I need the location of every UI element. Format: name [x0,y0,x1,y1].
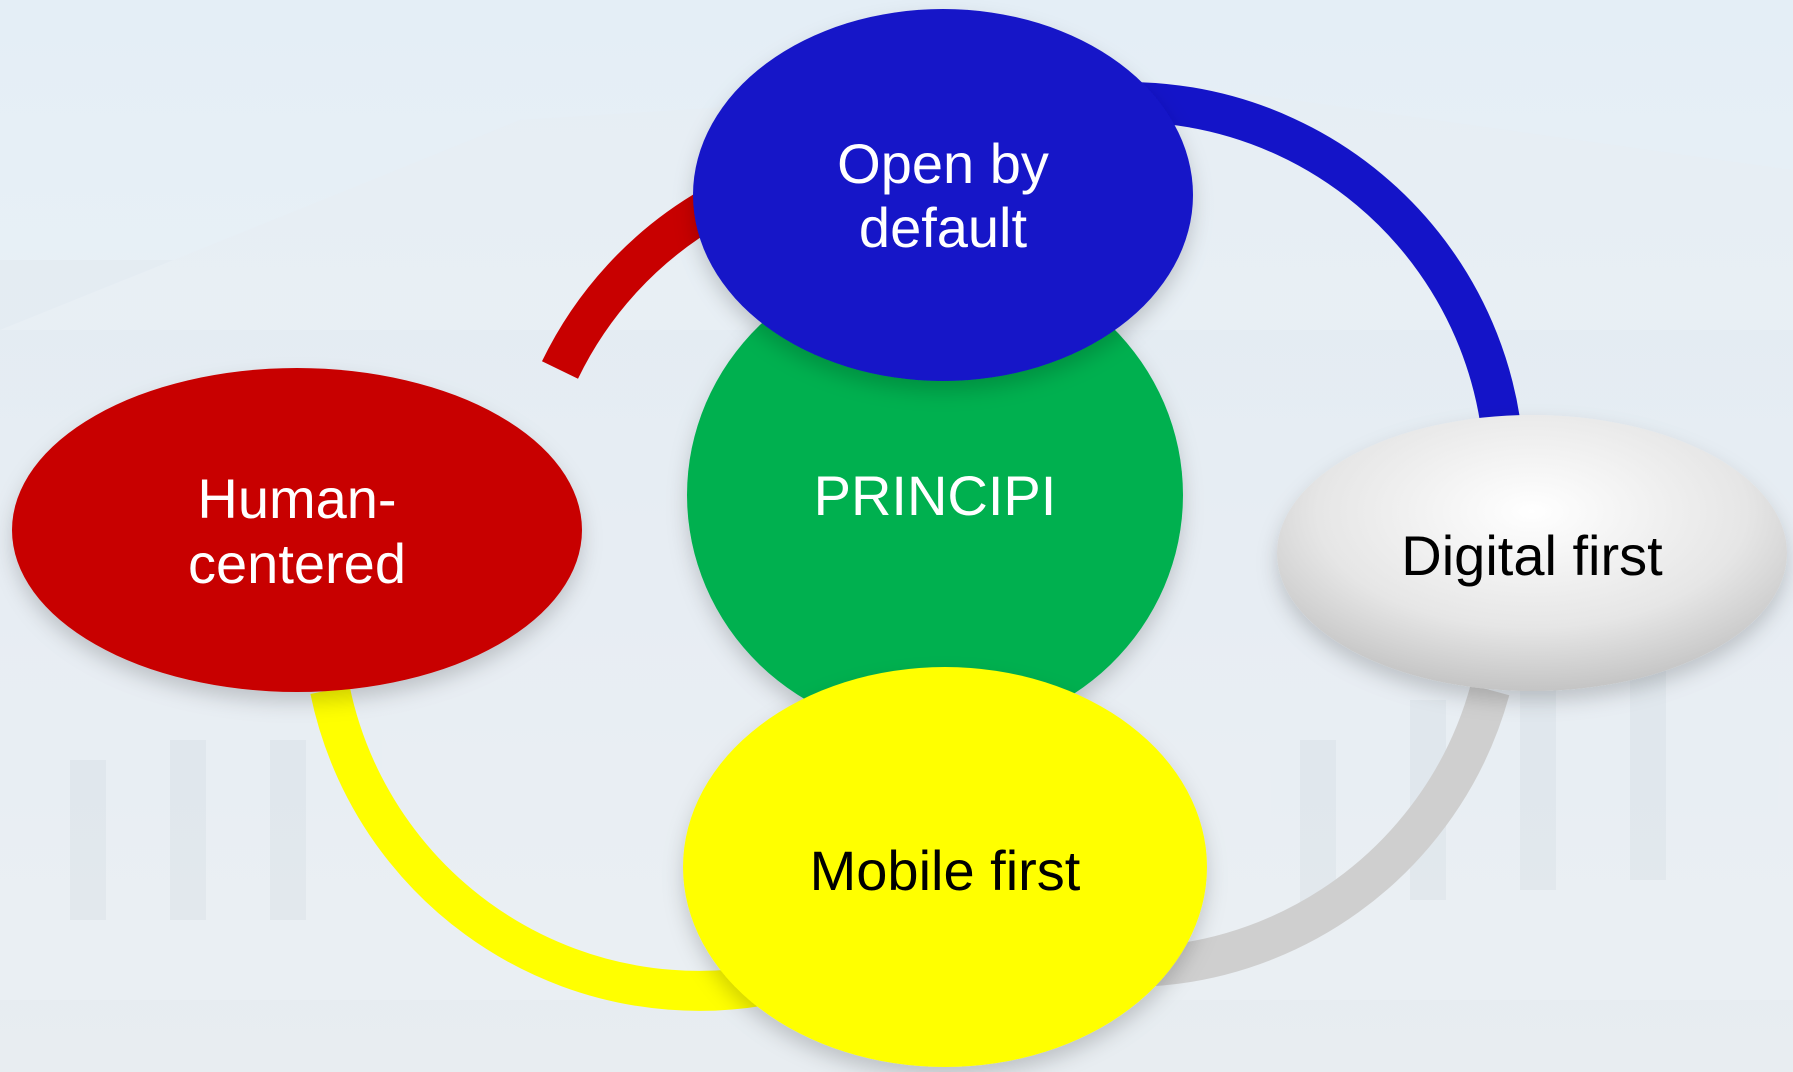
node-ellipse-digital-first [1277,415,1787,691]
node-open-by-default: Open by default [693,9,1193,381]
node-ellipse-human-centered [12,368,582,692]
node-ellipse-mobile-first [683,667,1207,1067]
node-label-line-1: Open by [837,132,1049,195]
node-human-centered: Human- centered [12,368,582,692]
node-label-line-2: default [859,196,1028,259]
node-mobile-first: Mobile first [683,667,1207,1067]
node-label-line-1: Digital first [1401,524,1663,587]
node-label-line-1: Mobile first [810,839,1081,902]
node-label-line-2: centered [188,532,406,595]
node-ellipse-open-by-default [693,9,1193,381]
node-digital-first: Digital first [1277,415,1787,691]
center-ellipse [687,255,1183,735]
center-node: PRINCIPI [687,255,1183,735]
node-label-line-1: Human- [197,467,396,530]
center-label: PRINCIPI [814,464,1057,527]
